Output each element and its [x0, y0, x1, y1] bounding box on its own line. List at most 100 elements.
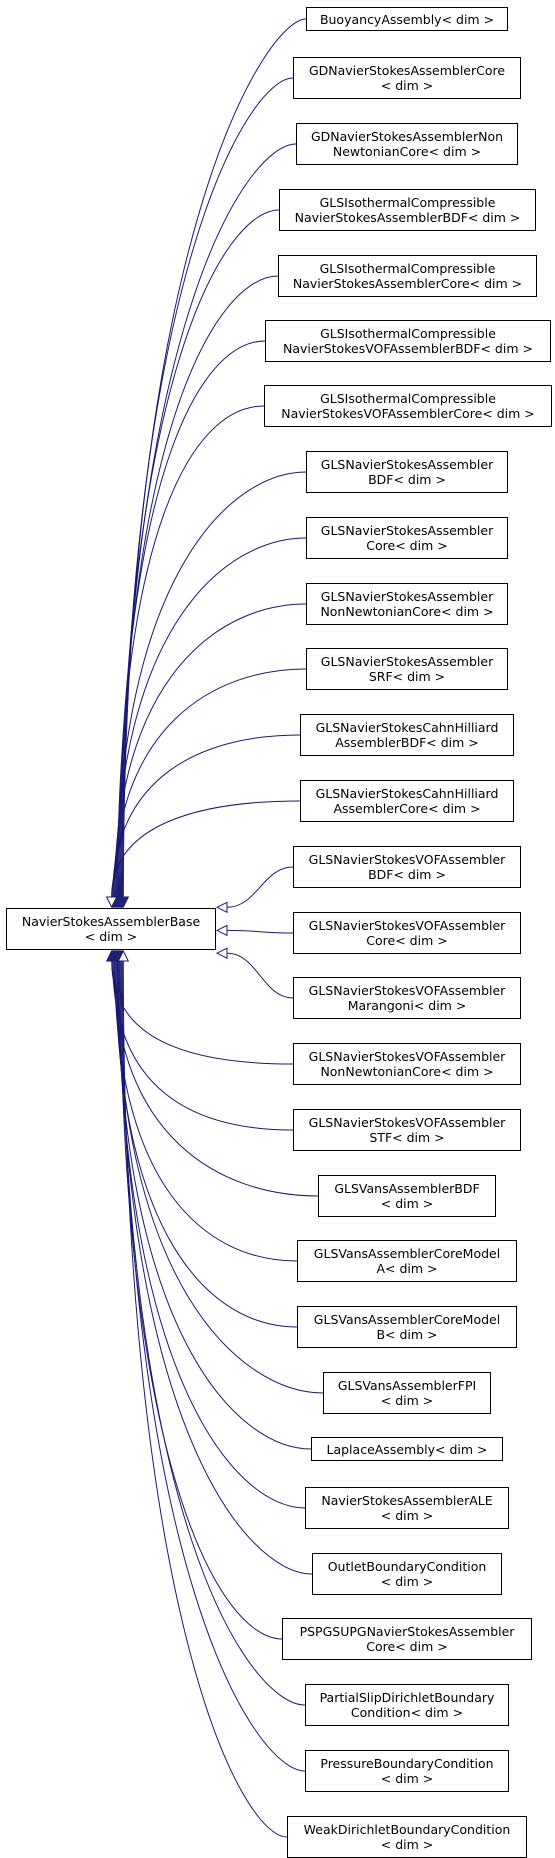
inheritance-edge-gd-core [116, 77, 294, 909]
class-node-label-line: < dim > [84, 929, 138, 944]
class-node-label-line: NavierStokesAssemblerCore< dim > [292, 276, 523, 291]
inheritance-edge-gls-ch-bdf [106, 734, 301, 909]
class-node-label-line: Marangoni< dim > [347, 998, 467, 1013]
inheritance-edge-weak-dirichlet [117, 949, 288, 1838]
class-node-label-line: GLSVansAssemblerCoreModel [313, 1246, 501, 1261]
edge-line [118, 960, 313, 1575]
class-node-weak-dirichlet[interactable]: WeakDirichletBoundaryCondition< dim > [287, 1816, 527, 1858]
edge-line [122, 960, 288, 1838]
class-node-vans-bdf[interactable]: GLSVansAssemblerBDF< dim > [318, 1175, 496, 1217]
class-node-label-line: NewtonianCore< dim > [332, 144, 482, 159]
class-node-label-line: Core< dim > [366, 538, 448, 553]
class-node-label-line: GLSVansAssemblerCoreModel [313, 1312, 501, 1327]
edge-line [226, 866, 294, 908]
edge-line [113, 960, 319, 1197]
class-node-label-line: PressureBoundaryCondition [320, 1756, 494, 1771]
edge-line [111, 960, 294, 1065]
class-node-label-line: STF< dim > [369, 1130, 445, 1145]
class-node-outlet[interactable]: OutletBoundaryCondition< dim > [312, 1553, 502, 1595]
class-node-label-line: GLSNavierStokesVOFAssembler [308, 918, 506, 933]
class-node-buoyancy[interactable]: BuoyancyAssembly< dim > [306, 7, 508, 31]
class-node-label-line: GDNavierStokesAssemblerNon [310, 129, 504, 144]
class-node-label-line: GLSIsothermalCompressible [319, 261, 496, 276]
edge-line [112, 734, 301, 898]
class-node-label-line: B< dim > [376, 1327, 438, 1342]
inheritance-edge-outlet [113, 949, 313, 1575]
edge-line [113, 668, 307, 898]
class-node-label-line: GLSVansAssemblerFPI [337, 1378, 477, 1393]
edge-line [120, 960, 306, 1706]
class-node-label-line: GLSNavierStokesVOFAssembler [308, 1049, 506, 1064]
class-node-label-line: NavierStokesVOFAssemblerCore< dim > [281, 406, 535, 421]
class-node-pressure-bc[interactable]: PressureBoundaryCondition< dim > [305, 1750, 509, 1792]
inheritance-edge-vans-bdf [107, 949, 319, 1197]
inheritance-edge-gls-non-newtonian [108, 603, 307, 909]
class-node-label-line: Condition< dim > [350, 1705, 464, 1720]
edge-line [121, 77, 294, 898]
edge-arrowhead [117, 949, 130, 962]
inheritance-edge-gls-vof-stf [106, 949, 294, 1131]
edge-line [114, 603, 307, 898]
class-node-label-line: GLSNavierStokesVOFAssembler [308, 852, 506, 867]
inheritance-edge-gls-bdf [110, 471, 307, 909]
class-node-gd-core[interactable]: GDNavierStokesAssemblerCore< dim > [293, 57, 521, 99]
edge-line [116, 471, 307, 898]
class-node-label-line: GLSNavierStokesAssembler [320, 523, 494, 538]
class-node-label-line: NavierStokesAssemblerBase [21, 914, 201, 929]
class-node-label-line: OutletBoundaryCondition [327, 1559, 487, 1574]
class-node-laplace[interactable]: LaplaceAssembly< dim > [311, 1437, 503, 1461]
inheritance-edge-gls-vof-non-newtonian [105, 949, 294, 1065]
class-node-label-line: PartialSlipDirichletBoundary [319, 1690, 495, 1705]
class-node-label-line: < dim > [380, 1196, 434, 1211]
class-node-label-line: < dim > [380, 78, 434, 93]
edge-line [119, 960, 283, 1640]
edge-line [122, 18, 307, 898]
edge-arrowhead [215, 901, 228, 914]
class-node-ale[interactable]: NavierStokesAssemblerALE< dim > [305, 1487, 509, 1529]
inheritance-edge-ale [112, 949, 306, 1509]
class-node-label-line: < dim > [380, 1574, 434, 1589]
edge-line [226, 929, 294, 934]
edge-line [116, 960, 312, 1450]
class-node-label-line: AssemblerBDF< dim > [335, 735, 479, 750]
inheritance-edge-gls-vof-core [215, 924, 294, 937]
edge-line [116, 960, 324, 1394]
class-node-label-line: GLSIsothermalCompressible [319, 195, 496, 210]
class-node-label-line: GDNavierStokesAssemblerCore [308, 63, 506, 78]
class-node-label-line: NavierStokesVOFAssemblerBDF< dim > [283, 341, 533, 356]
edge-arrowhead [215, 924, 228, 937]
class-node-label-line: < dim > [380, 1771, 434, 1786]
class-node-label-line: A< dim > [376, 1261, 438, 1276]
edge-line [111, 800, 301, 898]
class-node-label-line: BDF< dim > [368, 472, 446, 487]
inheritance-edge-vans-model-b [109, 949, 298, 1328]
class-node-label-line: GLSNavierStokesVOFAssembler [308, 983, 506, 998]
class-node-vans-fpi[interactable]: GLSVansAssemblerFPI< dim > [323, 1372, 491, 1414]
class-node-label-line: GLSNavierStokesCahnHilliard [315, 720, 499, 735]
class-node-label-line: WeakDirichletBoundaryCondition [303, 1822, 511, 1837]
inheritance-edge-vans-model-a [108, 949, 298, 1262]
class-node-navier-stokes-assembler-base[interactable]: NavierStokesAssemblerBase< dim > [6, 908, 216, 950]
